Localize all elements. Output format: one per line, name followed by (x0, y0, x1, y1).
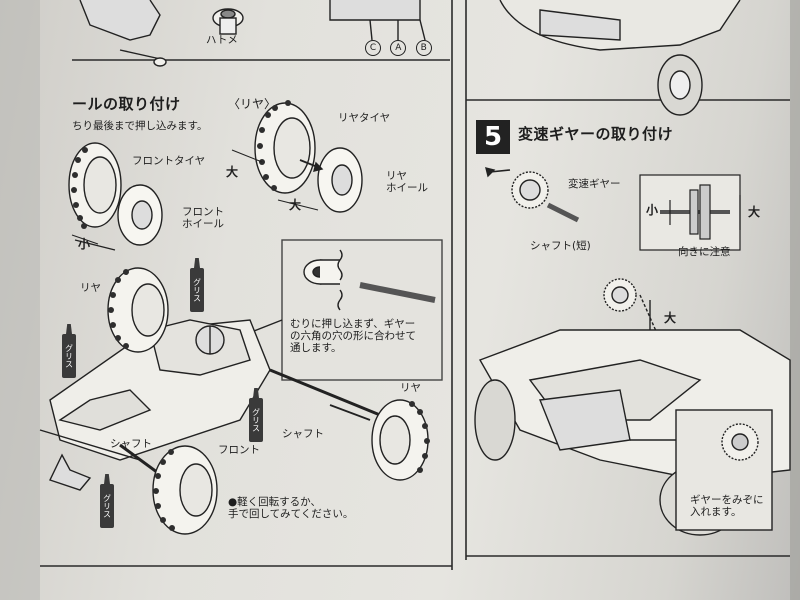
shaft-left-label: シャフト (110, 438, 152, 450)
circled-b: B (415, 40, 432, 56)
rear-tire-label: リヤタイヤ (338, 112, 391, 124)
circled-c: C (365, 40, 381, 56)
size-small-label: 小 (646, 203, 659, 217)
hatome-label: ハトメ (206, 34, 238, 46)
grease-tube-3: グリス (249, 398, 263, 442)
size-large-side: 大 (664, 311, 677, 325)
size-large-rear-top: 大 (226, 165, 239, 179)
shaft-center-label: シャフト (282, 428, 324, 440)
rear-wheel-label: リヤ ホイール (386, 170, 428, 195)
groove-note: ギヤーをみぞに 入れます。 (690, 494, 764, 519)
size-large-label: 大 (748, 205, 761, 219)
front-wheel-label: フロント ホイール (182, 206, 224, 231)
grease-tube-1: グリス (190, 268, 204, 312)
rear-left-label: リヤ (80, 282, 101, 294)
size-small-front: 小 (78, 237, 91, 251)
rotate-note: ●軽く回転するか、 手で回してみてください。 (228, 496, 354, 521)
step-number: 5 (476, 120, 510, 154)
press-note: むりに押し込まず、ギヤー の六角の穴の形に合わせて 通します。 (290, 318, 416, 355)
front-tire-label: フロントタイヤ (132, 155, 206, 167)
rear-tag: 〈リヤ〉 (228, 97, 277, 111)
rear-right-label: リヤ (400, 382, 421, 394)
step5-title: 変速ギヤーの取り付け (518, 125, 674, 143)
shaft-short-label: シャフト(短) (530, 240, 591, 252)
circled-a: A (390, 40, 407, 56)
grease-tube-2: グリス (62, 334, 76, 378)
wheel-instruction: ちり最後まで押し込みます。 (72, 120, 208, 132)
section-title-wheel: ールの取り付け (72, 95, 181, 113)
size-large-rear-bottom: 大 (289, 198, 302, 212)
grease-tube-4: グリス (100, 484, 114, 528)
gear-label: 変速ギヤー (568, 178, 621, 190)
front-label: フロント (218, 444, 260, 456)
orientation-note: 向きに注意 (678, 246, 731, 258)
circled-letters: C A B (362, 40, 435, 56)
